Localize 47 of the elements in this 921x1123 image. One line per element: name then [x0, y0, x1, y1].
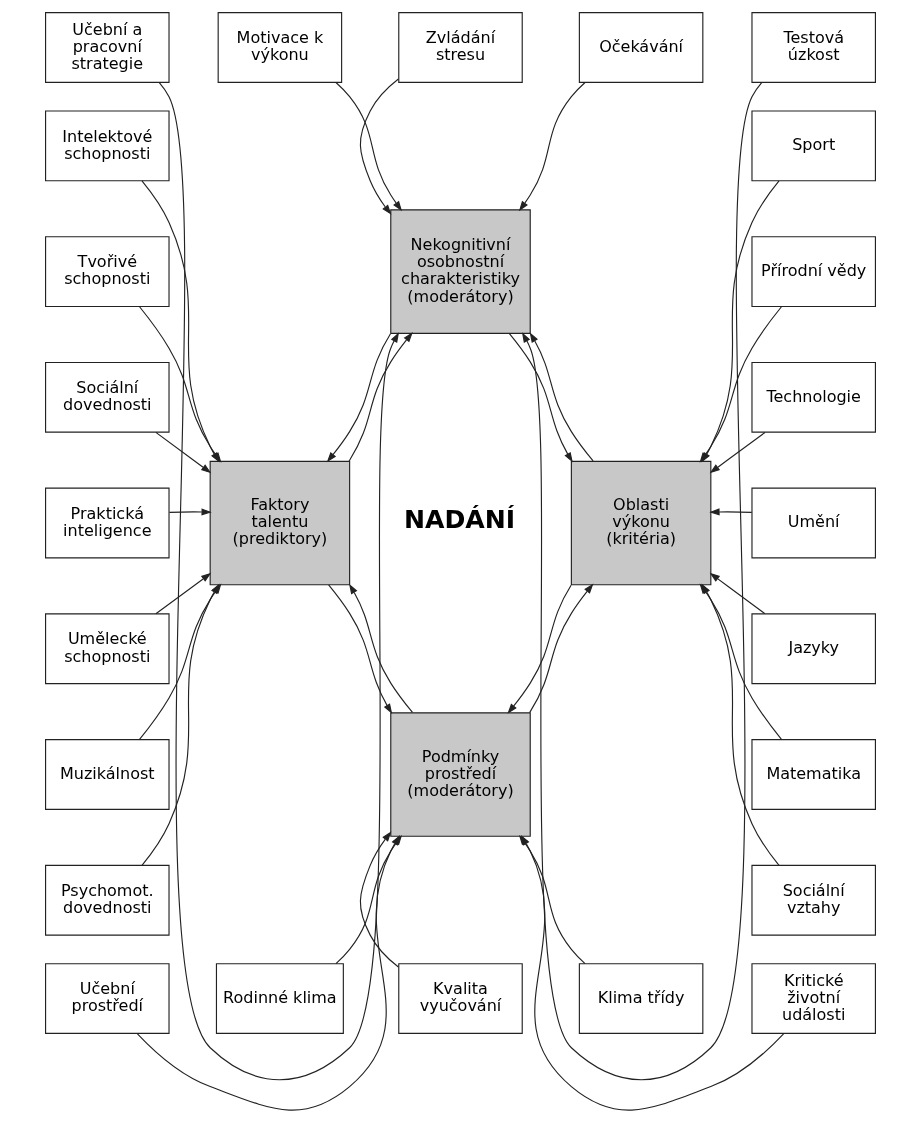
- node-box: Praktická inteligence: [45, 487, 170, 559]
- node-box: Tvořivé schopnosti: [45, 236, 170, 307]
- node-box: Učební prostředí: [45, 963, 170, 1034]
- node-box: Očekávání: [578, 12, 704, 83]
- arrow: [529, 583, 594, 714]
- node-box: Zvládání stresu: [398, 12, 523, 83]
- arrow: [359, 78, 399, 215]
- node-box: Jazyky: [751, 613, 876, 685]
- label: NADÁNÍ: [403, 505, 516, 535]
- arrow: [326, 333, 392, 463]
- arrow: [155, 572, 212, 615]
- node-box: Klima třídy: [578, 963, 704, 1034]
- arrow: [168, 508, 212, 516]
- node-box: Muzikálnost: [45, 739, 170, 810]
- node-box: Intelektové schopnosti: [45, 110, 170, 182]
- arrow: [529, 332, 594, 462]
- node-box: Rodinné klima: [215, 963, 344, 1034]
- arrow: [349, 583, 414, 714]
- arrow: [709, 431, 766, 474]
- node-box: Testová úzkost: [751, 12, 876, 83]
- node-box: Matematika: [751, 739, 876, 810]
- node-box: Kritické životní události: [751, 963, 876, 1034]
- node-box: Umělecké schopnosti: [45, 613, 170, 685]
- node-box: Oblasti výkonu (kritéria): [570, 460, 712, 586]
- node-box: Sociální vztahy: [751, 864, 876, 936]
- arrow: [521, 81, 763, 1081]
- arrow: [155, 431, 212, 474]
- node-box: Technologie: [751, 361, 876, 433]
- arrow: [518, 81, 586, 212]
- node-box: Sociální dovednosti: [45, 361, 170, 433]
- node-box: Faktory talentu (prediktory): [209, 460, 351, 586]
- arrow: [348, 332, 413, 462]
- node-box: Umění: [751, 487, 876, 559]
- node-box: Sport: [751, 110, 876, 182]
- node-box: Učební a pracovní strategie: [45, 12, 170, 83]
- arrow: [508, 332, 573, 463]
- node-box: Motivace k výkonu: [217, 12, 343, 83]
- arrow: [709, 572, 766, 615]
- arrow: [709, 508, 753, 516]
- node-box: Podmínky prostředí (moderátory): [390, 712, 531, 837]
- arrow: [328, 584, 393, 715]
- node-box: Nekognitivní osobnostní charakteristiky (moderátory): [390, 209, 531, 334]
- node-box: Psychomot. dovednosti: [45, 864, 170, 936]
- node-box: Přírodní vědy: [751, 236, 876, 307]
- arrow: [507, 584, 572, 714]
- node-box: Kvalita vyučování: [398, 963, 523, 1034]
- arrow: [335, 81, 403, 212]
